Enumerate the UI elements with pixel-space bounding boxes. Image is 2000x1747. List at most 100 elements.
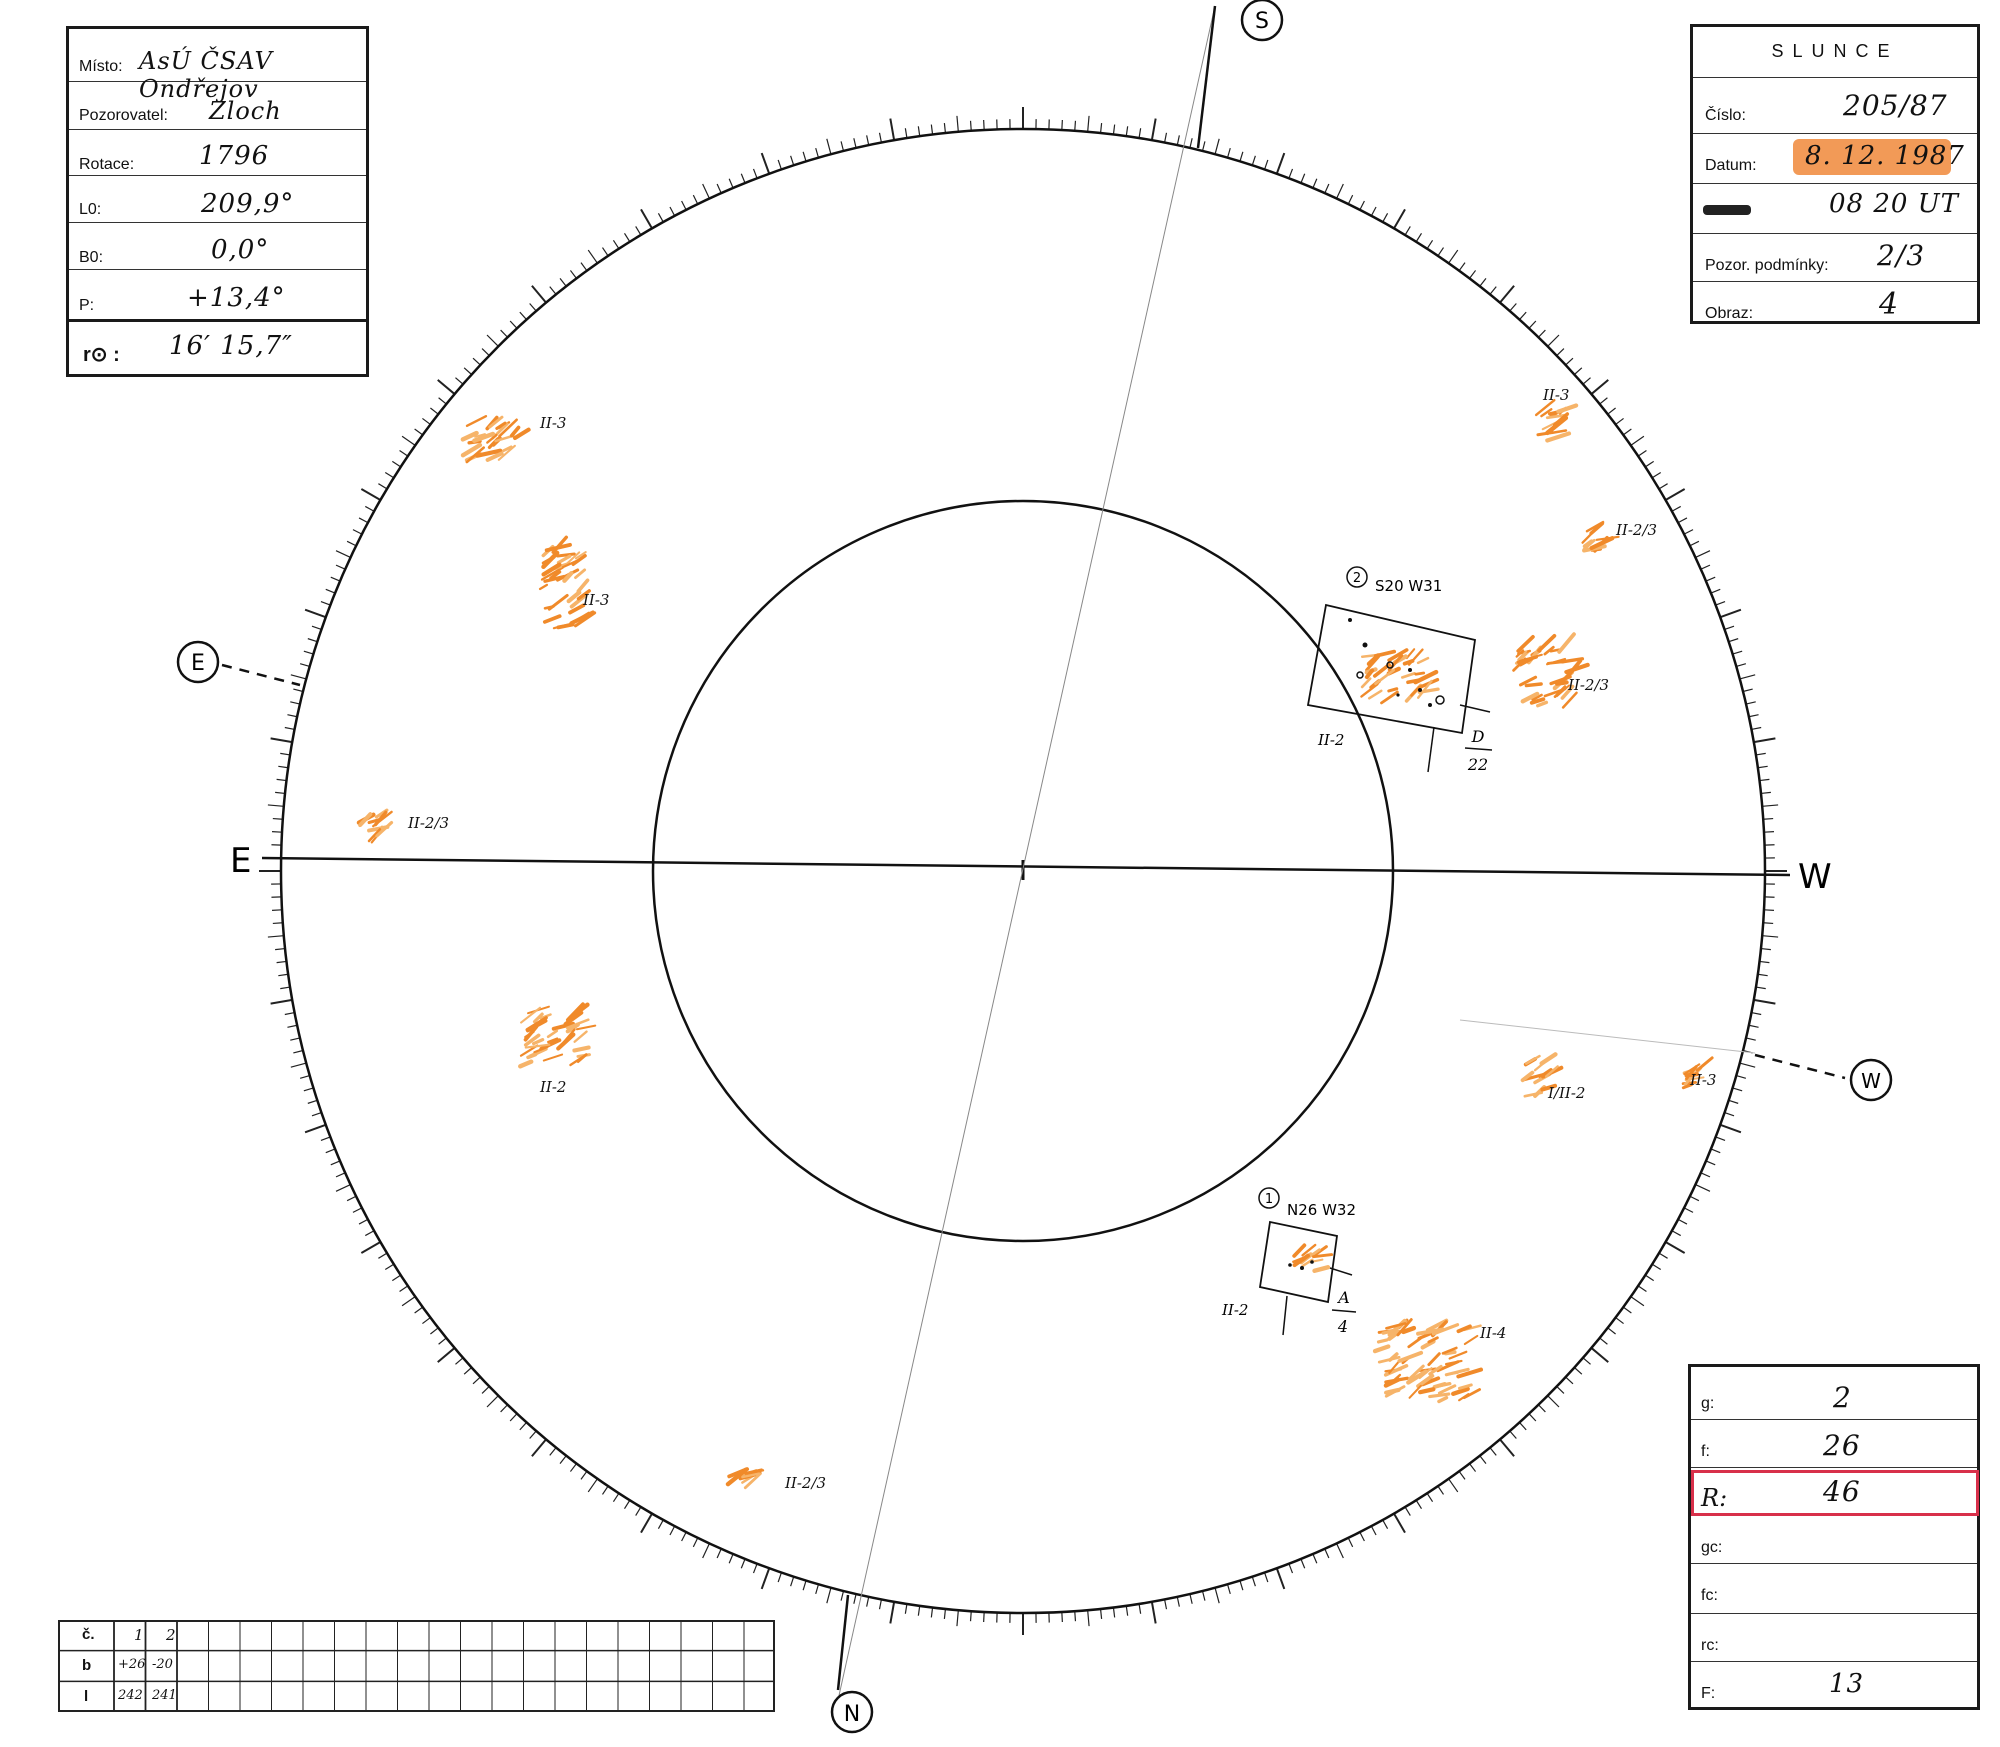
limb-tick (500, 329, 508, 338)
facula-stroke (562, 571, 574, 583)
facula-stroke (532, 1012, 544, 1024)
facula-stroke (1458, 1383, 1473, 1390)
observation-info-box: Místo: AsÚ ČSAV Ondřejov Pozorovatel: Zl… (66, 26, 369, 377)
l0-label: L0: (79, 201, 102, 218)
limb-tick (272, 922, 283, 925)
limb-tick (1757, 973, 1768, 977)
limb-tick (1201, 141, 1206, 152)
limb-tick (293, 1049, 304, 1054)
limb-tick (335, 550, 351, 558)
limb-tick (702, 183, 710, 199)
limb-tick (438, 397, 447, 405)
limb-tick (270, 737, 293, 744)
facula-stroke (1387, 1329, 1401, 1341)
limb-tick (904, 1603, 908, 1614)
limb-tick (275, 947, 286, 951)
limb-tick (271, 831, 283, 833)
limb-tick (1755, 752, 1766, 756)
limb-tick (1251, 155, 1256, 166)
f-total-value: 13 (1829, 1669, 1865, 1699)
west-letter: W (1798, 857, 1832, 897)
group-2-arrow-h (1459, 704, 1491, 713)
limb-tick (1705, 1160, 1716, 1166)
datum-highlight (1793, 139, 1951, 175)
facula-stroke (1420, 1339, 1436, 1350)
s-marker-label: S (1255, 9, 1269, 34)
limb-tick (587, 1478, 598, 1493)
facula-label: I/II-2 (1547, 1084, 1585, 1102)
limb-tick (311, 1112, 322, 1117)
facula-stroke (1383, 1377, 1401, 1388)
limb-tick (276, 778, 287, 782)
p-value: +13,4° (187, 283, 286, 313)
facula-stroke (1520, 1070, 1535, 1083)
limb-tick (692, 1537, 699, 1548)
limb-tick (1336, 1543, 1344, 1559)
table-grid (57, 1619, 775, 1712)
limb-tick (1590, 379, 1609, 395)
limb-tick (1736, 1074, 1747, 1079)
east-letter: E (230, 841, 251, 881)
limb-tick (1705, 576, 1716, 582)
facula-stroke (1695, 1056, 1714, 1072)
spot (1348, 618, 1352, 622)
limb-tick (272, 817, 283, 820)
limb-tick (1683, 529, 1694, 535)
limb-tick (1607, 1327, 1616, 1335)
facula-stroke (1385, 1322, 1407, 1330)
facula-stroke (1428, 1392, 1451, 1399)
facula-stroke (1589, 536, 1615, 551)
limb-tick (1370, 206, 1377, 217)
facula-stroke (1408, 1364, 1425, 1381)
limb-tick (878, 132, 883, 143)
limb-tick (1226, 147, 1231, 158)
east-west-axis (261, 856, 1791, 877)
facula-stroke (526, 1052, 538, 1060)
e-marker-label: E (191, 651, 205, 676)
rotace-value: 1796 (199, 141, 270, 171)
limb-tick (623, 1499, 631, 1510)
limb-tick (1163, 132, 1168, 143)
slunce-title: SLUNCE (1771, 41, 1899, 61)
limb-tick (1150, 118, 1157, 141)
limb-tick (320, 600, 331, 606)
limb-tick (1336, 183, 1344, 199)
limb-tick (1665, 488, 1686, 501)
limb-tick (1630, 1296, 1645, 1307)
limb-tick (290, 1037, 301, 1041)
w-dash-line (1754, 1053, 1846, 1080)
facula-stroke (1554, 680, 1569, 686)
limb-tick (378, 1252, 388, 1259)
limb-tick (1404, 226, 1411, 236)
group-2-class: D (1471, 727, 1485, 746)
spot (1356, 671, 1364, 679)
limb-tick (358, 517, 369, 524)
facula-stroke (1433, 1323, 1460, 1335)
facula-stroke (542, 1053, 564, 1062)
limb-tick (790, 1576, 795, 1587)
limb-tick (777, 159, 782, 170)
limb-tick (840, 141, 845, 152)
facula-stroke (1531, 693, 1543, 702)
limb-tick (815, 147, 820, 158)
limb-tick (716, 183, 722, 194)
facula-stroke (1551, 429, 1568, 435)
facula-stroke (1458, 1393, 1470, 1402)
sunspot-group-2: 2 S20 W31 D 22 II-2 (1306, 566, 1493, 774)
limb-tick (1736, 663, 1747, 668)
limb-tick (917, 1605, 921, 1616)
limb-tick (1214, 138, 1220, 155)
limb-tick (364, 505, 375, 512)
facula-stroke (1437, 1395, 1449, 1404)
facula-stroke (1564, 659, 1583, 680)
limb-tick (866, 1596, 870, 1607)
limb-tick (1324, 183, 1330, 194)
facula-stroke (1425, 1318, 1449, 1333)
limb-tick (303, 1087, 314, 1092)
limb-tick (601, 1485, 609, 1495)
limb-tick (290, 674, 307, 680)
facula-stroke (1292, 1253, 1310, 1268)
limb-tick (1565, 357, 1574, 366)
limb-tick (358, 1218, 369, 1225)
facula-stroke (358, 812, 373, 827)
